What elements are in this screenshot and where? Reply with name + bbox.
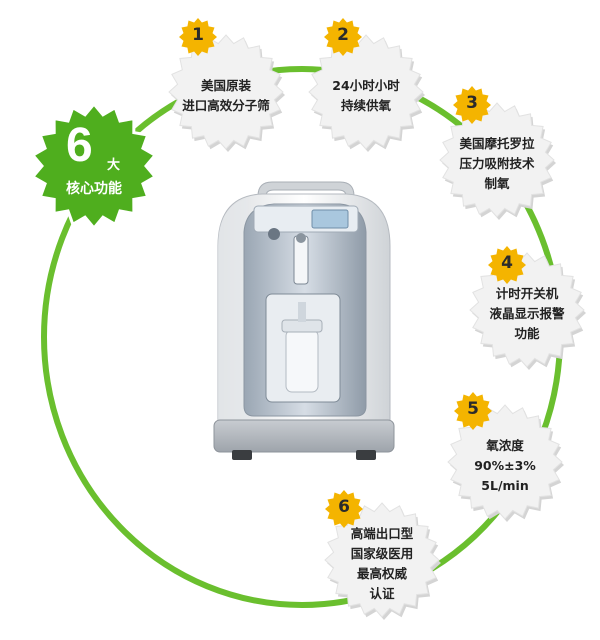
feature-line: 高端出口型: [350, 526, 414, 541]
feature-line: 24小时小时: [332, 78, 400, 93]
feature-line: 进口高效分子筛: [182, 98, 270, 113]
feature-line: 国家级医用: [350, 546, 414, 561]
feature-line: 5L/min: [481, 478, 529, 493]
grey-starburst-icon: [469, 252, 586, 370]
feature-number: 4: [501, 253, 513, 273]
core-feature-badge: 6 大 核心功能: [30, 102, 158, 230]
yellow-star-icon: [324, 18, 362, 56]
feature-badge-6: 高端出口型国家级医用最高权威认证: [322, 500, 442, 620]
feature-line: 计时开关机: [495, 286, 559, 301]
yellow-star-icon: [325, 490, 363, 528]
feature-number: 6: [338, 497, 350, 517]
core-label: 核心功能: [66, 181, 122, 197]
grey-starburst-icon: [324, 502, 441, 620]
core-unit: 大: [107, 158, 121, 173]
feature-line: 液晶显示报警: [489, 306, 565, 321]
feature-text: 高端出口型国家级医用最高权威认证: [328, 524, 436, 604]
feature-badge-1: 美国原装进口高效分子筛: [166, 32, 286, 152]
feature-text: 24小时小时持续供氧: [312, 76, 420, 116]
feature-number: 3: [466, 93, 478, 113]
yellow-star-icon: [488, 246, 526, 284]
grey-starburst-icon: [168, 34, 285, 152]
feature-line: 最高权威: [356, 566, 407, 581]
feature-badge-5: 氧浓度 90%±3% 5L/min: [445, 402, 565, 522]
feature-badge-3: 美国摩托罗拉压力吸附技术制氧: [437, 100, 557, 220]
feature-badge-4: 计时开关机液晶显示报警功能: [467, 250, 587, 370]
feature-line: 制氧: [484, 176, 510, 191]
core-number: 6: [66, 119, 93, 172]
feature-badge-2: 24小时小时持续供氧: [306, 32, 426, 152]
grey-starburst-icon: [447, 404, 564, 522]
feature-number: 5: [467, 399, 479, 419]
number-star-4: 4: [488, 246, 526, 284]
feature-line: 美国摩托罗拉: [459, 136, 535, 151]
feature-text: 美国原装进口高效分子筛: [172, 76, 280, 116]
feature-line: 持续供氧: [340, 98, 391, 113]
feature-text: 氧浓度 90%±3% 5L/min: [451, 436, 559, 496]
yellow-star-icon: [179, 18, 217, 56]
grey-starburst-icon: [308, 34, 425, 152]
feature-line: 90%±3%: [474, 458, 536, 473]
number-star-1: 1: [179, 18, 217, 56]
feature-line: 氧浓度: [486, 438, 524, 453]
feature-line: 认证: [369, 586, 395, 601]
feature-text: 计时开关机液晶显示报警功能: [473, 284, 581, 344]
yellow-star-icon: [454, 392, 492, 430]
feature-line: 功能: [514, 326, 540, 341]
feature-number: 2: [337, 25, 349, 45]
feature-number: 1: [192, 25, 204, 45]
feature-line: 美国原装: [200, 78, 251, 93]
feature-line: 压力吸附技术: [459, 156, 535, 171]
yellow-star-icon: [453, 86, 491, 124]
number-star-6: 6: [325, 490, 363, 528]
feature-text: 美国摩托罗拉压力吸附技术制氧: [443, 134, 551, 194]
number-star-3: 3: [453, 86, 491, 124]
number-star-5: 5: [454, 392, 492, 430]
number-star-2: 2: [324, 18, 362, 56]
green-starburst-icon: [30, 102, 158, 230]
grey-starburst-icon: [439, 102, 556, 220]
